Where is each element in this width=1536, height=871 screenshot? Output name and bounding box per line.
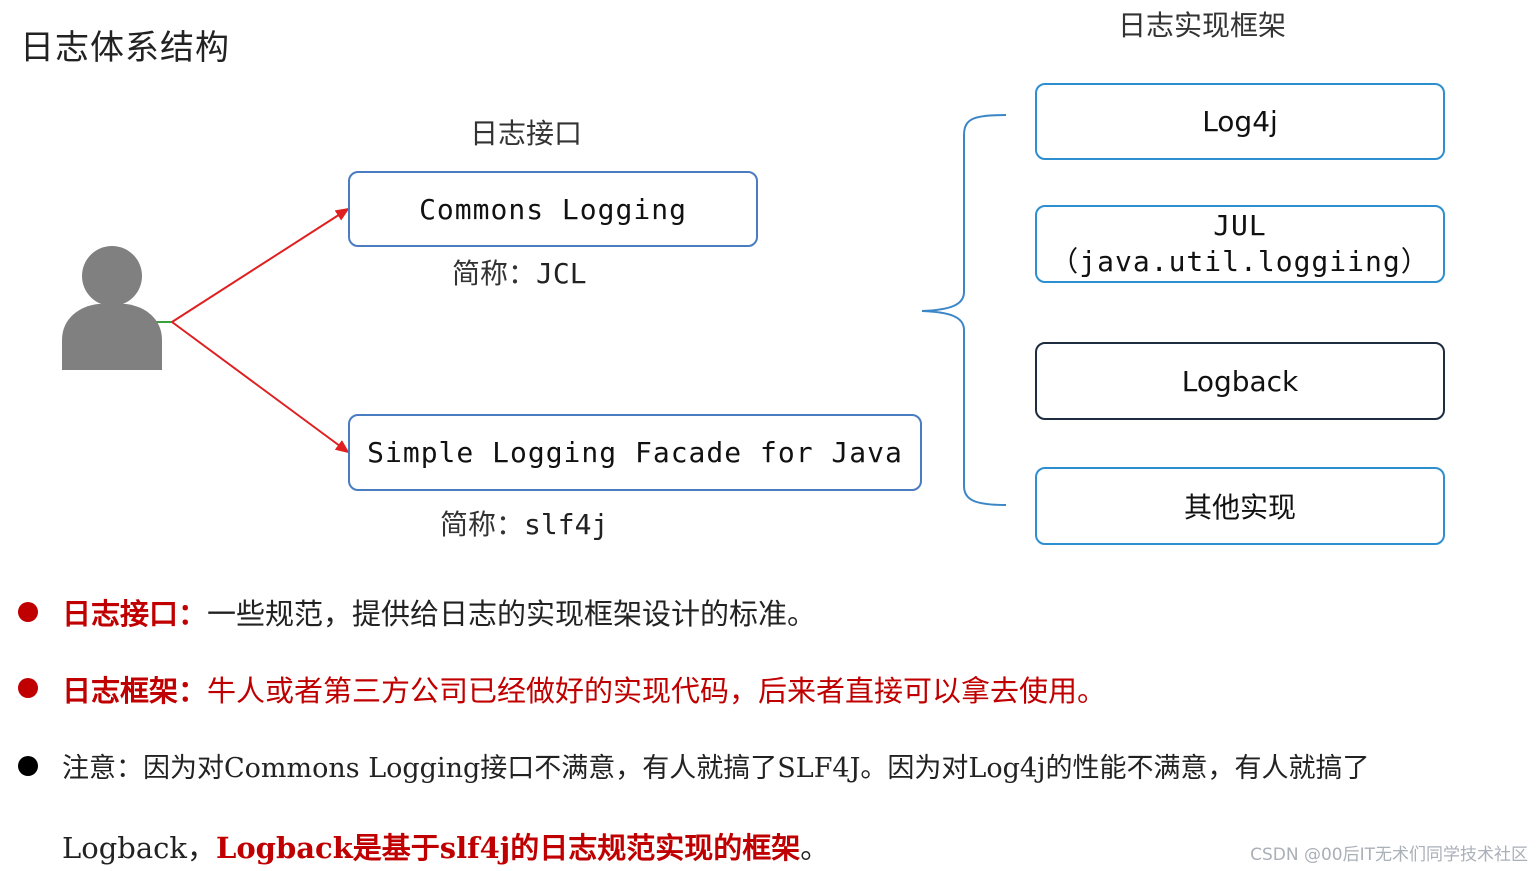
slf4j-box: Simple Logging Facade for Java [348,414,922,491]
interface-section-label: 日志接口 [470,117,583,150]
bullet-3-end: 。 [800,831,830,865]
logback-box: Logback [1035,342,1445,420]
arrow-to-jcl [171,207,350,323]
bullet-line-2: 日志框架：牛人或者第三方公司已经做好的实现代码，后来者直接可以拿去使用。 [62,668,1106,710]
jul-box-sublabel: （java.util.loggiing） [1050,245,1430,278]
log4j-box: Log4j [1035,83,1445,160]
bullet-2-head: 日志框架： [62,674,208,708]
other-impl-box-label: 其他实现 [1183,491,1296,524]
bullet-dot-3 [18,756,38,776]
slf4j-abbr-label: 简称： [440,508,525,541]
bullet-dot-2 [18,678,38,698]
jcl-abbr: 简称：JCL [452,252,587,292]
bullet-3-red: Logback是基于slf4j的日志规范实现的框架 [215,831,801,865]
slf4j-abbr: 简称：slf4j [440,503,608,543]
bullet-line-3b: Logback，Logback是基于slf4j的日志规范实现的框架。 [62,825,829,867]
bullet-3-plain: Logback， [62,831,216,865]
jcl-box: Commons Logging [348,171,758,247]
bullet-1-head: 日志接口： [62,597,208,631]
bullet-2-body: 牛人或者第三方公司已经做好的实现代码，后来者直接可以拿去使用。 [207,674,1107,708]
other-impl-box: 其他实现 [1035,467,1445,545]
impl-section-label: 日志实现框架 [1118,9,1287,42]
arrow-to-slf4j [171,321,350,454]
jcl-box-label: Commons Logging [419,192,687,226]
bullet-1-body: 一些规范，提供给日志的实现框架设计的标准。 [207,597,817,631]
jul-box-label: JUL [1213,209,1267,242]
brace-shape [921,114,1007,506]
jcl-abbr-label: 简称： [452,257,537,290]
slf4j-abbr-value: slf4j [524,508,609,541]
jul-box: JUL （java.util.loggiing） [1035,205,1445,283]
logback-box-label: Logback [1181,364,1299,398]
person-silhouette-icon [58,244,166,372]
page-title: 日志体系结构 [20,28,230,68]
bullet-line-1: 日志接口：一些规范，提供给日志的实现框架设计的标准。 [62,591,816,633]
slf4j-box-label: Simple Logging Facade for Java [367,436,903,469]
log4j-box-label: Log4j [1202,105,1278,138]
bullet-line-3: 注意：因为对Commons Logging接口不满意，有人就搞了SLF4J。因为… [62,753,1370,784]
bullet-dot-1 [18,602,38,622]
watermark: CSDN @00后IT无术们同学技术社区 [1250,845,1528,865]
jcl-abbr-value: JCL [536,257,587,290]
